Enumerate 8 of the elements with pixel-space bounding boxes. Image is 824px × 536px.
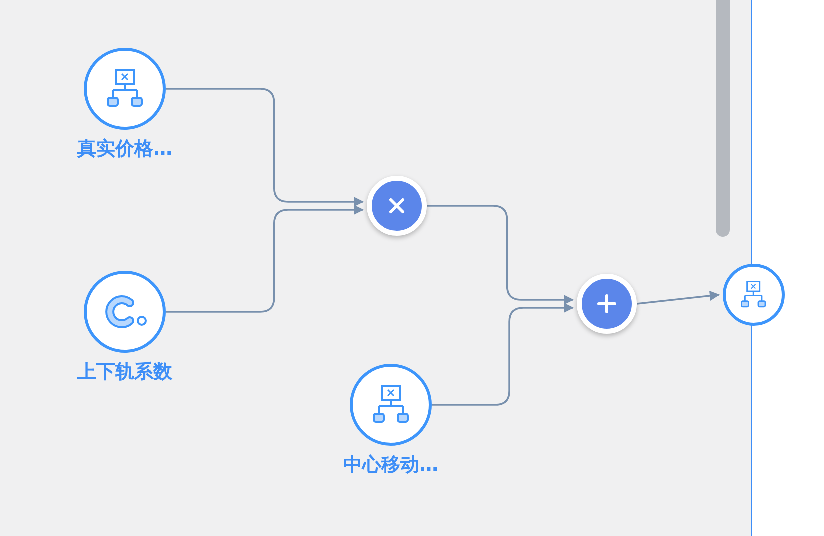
connector-arrow	[427, 205, 574, 305]
node-label: 上下轨系数	[78, 360, 172, 385]
connector-arrow	[432, 303, 574, 406]
node-label: 真实价格…	[78, 137, 172, 162]
connector-arrow	[166, 88, 364, 207]
connector-arrow	[636, 291, 720, 305]
connector-arrow	[166, 205, 364, 313]
node-label: 中心移动…	[344, 453, 438, 478]
